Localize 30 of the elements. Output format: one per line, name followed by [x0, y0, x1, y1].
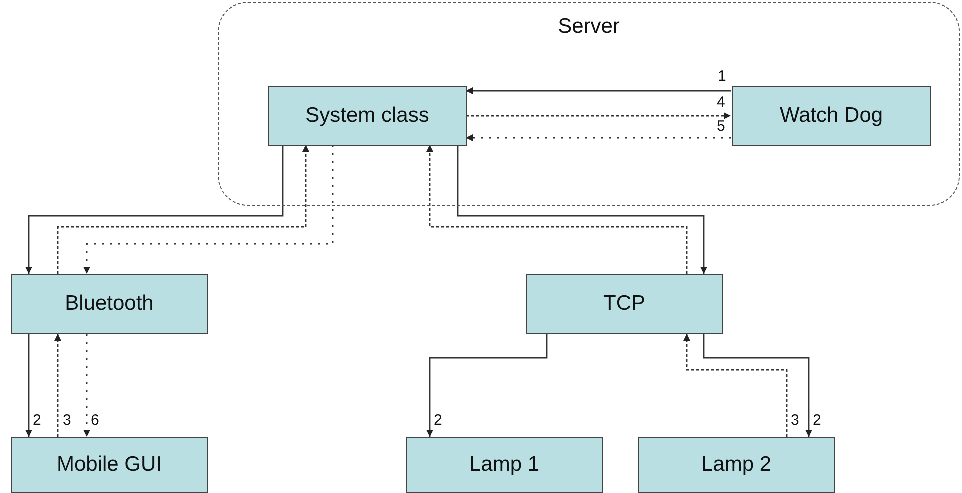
process-box: [638, 437, 835, 493]
arrow: [84, 145, 334, 274]
process-box: [732, 86, 931, 146]
box-label: Lamp 1: [469, 453, 540, 477]
process-box: [11, 437, 208, 493]
box-label: Watch Dog: [780, 104, 884, 128]
arrow: [84, 334, 90, 437]
process-box: [268, 86, 467, 146]
box-label: Lamp 2: [701, 453, 772, 477]
group-title: Server: [557, 15, 621, 39]
arrow: [703, 334, 812, 437]
arrow: [466, 88, 731, 94]
server-boundary: [218, 2, 960, 206]
arrow: [466, 112, 731, 120]
arrow: [57, 145, 310, 274]
arrow: [426, 145, 688, 274]
process-box: [526, 274, 723, 334]
arrow: [684, 334, 788, 437]
process-box: [406, 437, 603, 493]
box-label: TCP: [604, 292, 646, 316]
arrow: [26, 145, 284, 274]
arrow: [457, 145, 708, 274]
arrow: [426, 334, 548, 437]
box-label: Bluetooth: [65, 292, 154, 316]
arrow: [26, 334, 32, 437]
box-label: System class: [306, 104, 430, 128]
arrow: [466, 134, 731, 142]
arrow: [54, 334, 62, 437]
box-label: Mobile GUI: [56, 453, 162, 477]
process-box: [11, 274, 208, 334]
